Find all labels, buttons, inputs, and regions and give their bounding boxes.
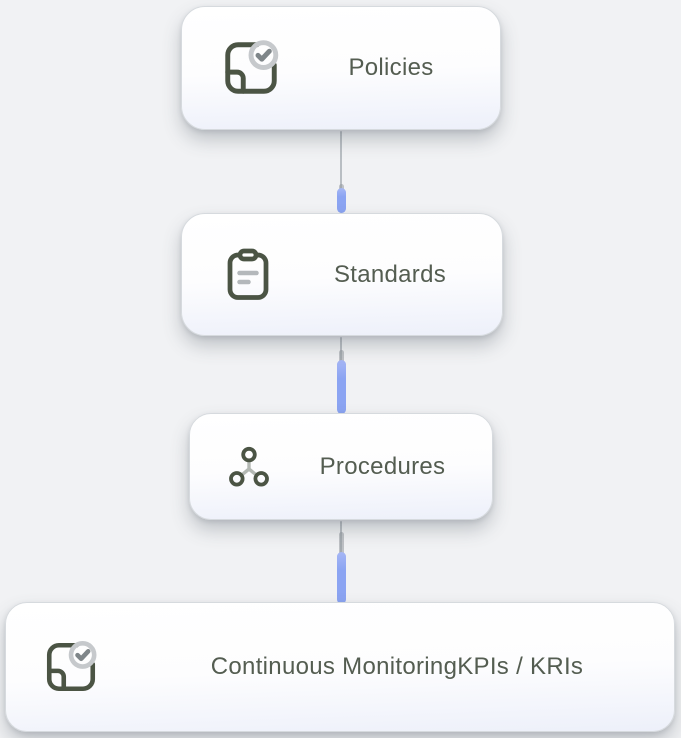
node-continuous-monitoring[interactable]: Continuous MonitoringKPIs / KRIs: [5, 602, 675, 732]
node-standards[interactable]: Standards: [181, 213, 503, 336]
edge-policies-standards-target-handle[interactable]: [337, 188, 346, 213]
node-label: Procedures: [319, 452, 446, 480]
node-label: Continuous MonitoringKPIs / KRIs: [210, 653, 584, 680]
clipboard-list-icon: [218, 245, 278, 305]
edge-standards-procedures-target-handle[interactable]: [337, 360, 346, 414]
edge-procedures-monitoring-target-handle[interactable]: [337, 552, 346, 604]
node-procedures[interactable]: Procedures: [189, 413, 493, 520]
edge-policies-standards-line: [340, 131, 342, 213]
network-icon: [225, 443, 273, 491]
node-label: Policies: [348, 54, 434, 81]
sticker-check-icon: [42, 638, 100, 696]
node-policies[interactable]: Policies: [181, 6, 501, 130]
node-label: Standards: [333, 260, 447, 288]
sticker-check-icon: [220, 37, 282, 99]
